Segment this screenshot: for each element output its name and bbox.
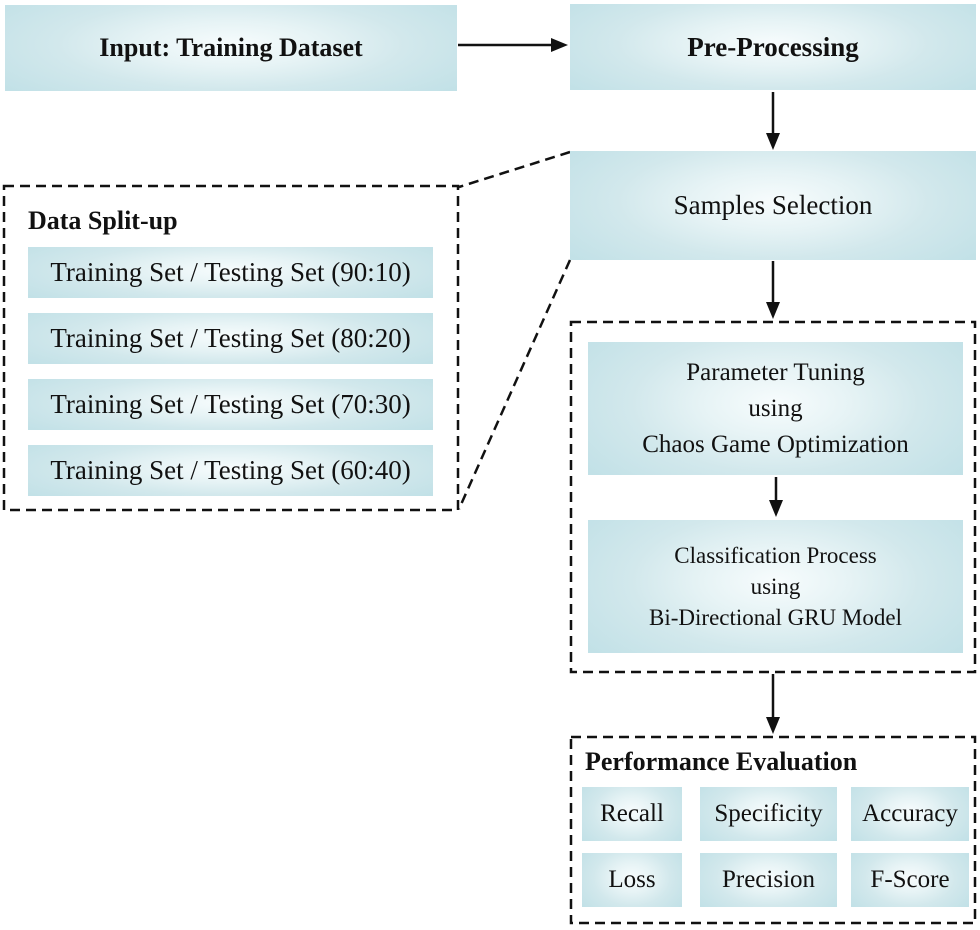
classification-line-3: Bi-Directional GRU Model [649,605,902,630]
metric-precision: Precision [700,853,837,907]
node-input-label: Input: Training Dataset [99,33,363,62]
node-pre-processing-label: Pre-Processing [687,31,859,62]
metric-accuracy-label: Accuracy [862,800,958,827]
split-70-30-label: Training Set / Testing Set (70:30) [50,389,411,419]
parameter-tuning-line-3: Chaos Game Optimization [642,430,909,458]
arrowhead-input-to-preprocessing [551,38,568,52]
metric-specificity: Specificity [700,787,837,841]
performance-evaluation-title: Performance Evaluation [585,747,858,776]
split-80-20-label: Training Set / Testing Set (80:20) [50,323,411,353]
arrowhead-samples-to-cgo-group [766,302,780,319]
metric-loss-label: Loss [608,866,656,893]
arrowhead-preprocessing-to-samples [766,133,780,150]
arrowhead-cgo-to-performance [766,717,780,734]
node-split-70-30: Training Set / Testing Set (70:30) [28,379,433,430]
node-samples-selection-label: Samples Selection [673,190,873,220]
node-pre-processing: Pre-Processing [570,4,976,90]
zoom-connector-top [458,150,571,189]
node-split-60-40: Training Set / Testing Set (60:40) [28,445,433,496]
metric-f-score: F-Score [851,853,969,907]
metric-loss: Loss [582,853,682,907]
zoom-connector-bottom [457,259,572,510]
parameter-tuning-line-2: using [748,394,803,422]
node-split-80-20: Training Set / Testing Set (80:20) [28,313,433,364]
metric-recall-label: Recall [600,800,664,827]
node-classification-process: Classification Process using Bi-Directio… [588,520,963,653]
classification-line-1: Classification Process [674,543,877,568]
metric-precision-label: Precision [721,866,816,893]
data-splitup-title: Data Split-up [28,206,178,235]
parameter-tuning-line-1: Parameter Tuning [686,358,865,386]
node-input-training-dataset: Input: Training Dataset [5,5,457,91]
metric-recall: Recall [582,787,682,841]
split-60-40-label: Training Set / Testing Set (60:40) [50,455,411,485]
metric-accuracy: Accuracy [851,787,969,841]
node-split-90-10: Training Set / Testing Set (90:10) [28,247,433,298]
node-parameter-tuning: Parameter Tuning using Chaos Game Optimi… [588,342,963,475]
arrowhead-tuning-to-classification [769,500,783,517]
metric-specificity-label: Specificity [714,800,823,827]
metric-f-score-label: F-Score [870,866,950,893]
split-90-10-label: Training Set / Testing Set (90:10) [50,257,411,287]
classification-line-2: using [750,574,801,599]
node-samples-selection: Samples Selection [570,151,976,260]
